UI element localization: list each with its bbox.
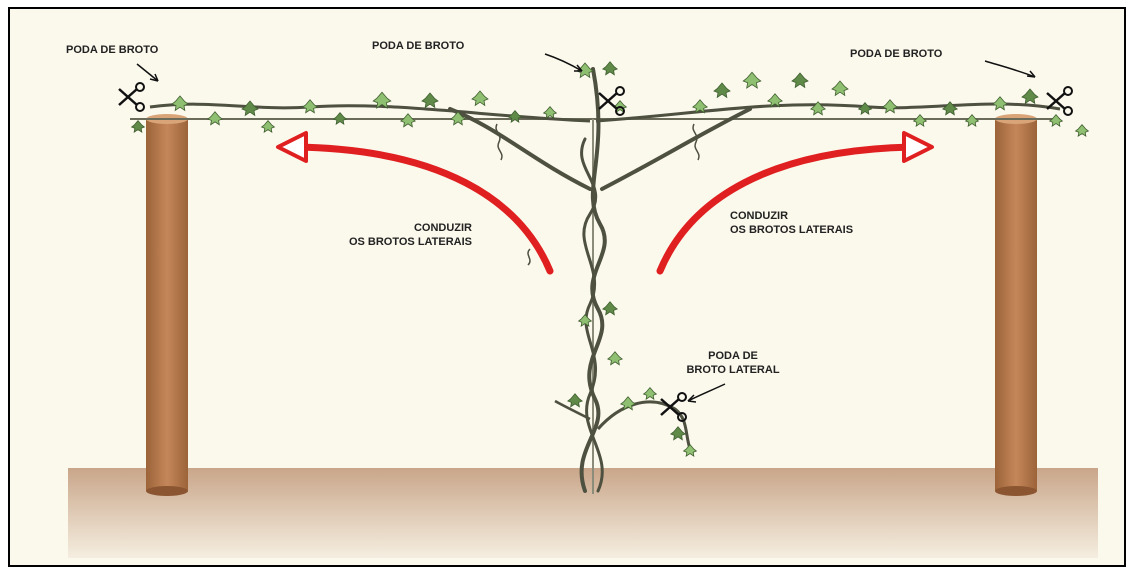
leaf-icon xyxy=(509,111,522,123)
leaf-icon xyxy=(1050,115,1063,127)
scissors-icon xyxy=(1047,87,1072,115)
left-post xyxy=(146,114,188,496)
leaf-icon xyxy=(743,72,761,88)
leaf-icon xyxy=(792,73,808,87)
leaf-icon xyxy=(671,427,685,440)
leaf-icon xyxy=(859,103,872,115)
label-conduct-left-line2: OS BROTOS LATERAIS xyxy=(310,235,472,249)
vine-training-illustration xyxy=(10,9,1126,567)
leaf-icon xyxy=(334,113,347,125)
label-poda-top-right: PODA DE BROTO xyxy=(850,47,942,61)
leaf-icon xyxy=(993,97,1007,110)
right-post xyxy=(995,114,1037,496)
leaf-icon xyxy=(1022,89,1038,103)
leaf-icon xyxy=(472,91,488,105)
label-lateral-pruning: PODA DE BROTO LATERAL xyxy=(678,349,788,377)
leaf-icon xyxy=(172,96,188,110)
leaf-icon xyxy=(132,121,145,133)
leaf-icon xyxy=(422,93,438,107)
label-poda-top-left: PODA DE BROTO xyxy=(66,43,158,57)
lateral-shoot xyxy=(598,402,690,449)
leaf-icon xyxy=(684,445,697,457)
leaf-icon xyxy=(242,101,258,115)
right-red-arrow xyxy=(660,133,932,271)
leaf-icon xyxy=(883,100,897,113)
leaf-icon xyxy=(568,394,582,407)
leaf-icon xyxy=(644,388,657,400)
label-lateral-line2: BROTO LATERAL xyxy=(678,363,788,377)
leaf-icon xyxy=(1076,125,1089,137)
label-conduct-right-line1: CONDUZIR xyxy=(730,209,910,223)
label-conduct-left: CONDUZIR OS BROTOS LATERAIS xyxy=(310,221,472,249)
scissors-icon xyxy=(119,83,144,111)
label-conduct-left-line1: CONDUZIR xyxy=(310,221,472,235)
leaf-icon xyxy=(914,115,927,127)
leaf-icon xyxy=(603,302,617,315)
leaf-icon xyxy=(544,107,557,119)
leaf-icon xyxy=(262,121,275,133)
label-conduct-right-line2: OS BROTOS LATERAIS xyxy=(730,223,910,237)
label-lateral-line1: PODA DE xyxy=(678,349,788,363)
leaf-icon xyxy=(608,352,622,365)
diagram-frame: PODA DE BROTO PODA DE BROTO PODA DE BROT… xyxy=(8,7,1126,567)
label-conduct-right: CONDUZIR OS BROTOS LATERAIS xyxy=(730,209,910,237)
label-poda-top-center: PODA DE BROTO xyxy=(372,39,464,53)
leaf-icon xyxy=(966,115,979,127)
leaf-icon xyxy=(832,81,848,95)
leaf-icon xyxy=(303,100,317,113)
leaf-icon xyxy=(208,112,222,125)
leaf-icon xyxy=(943,102,957,115)
left-red-arrow xyxy=(278,133,550,271)
leaf-icon xyxy=(603,62,617,75)
leaf-icon xyxy=(714,83,730,97)
leaf-icon xyxy=(401,114,415,127)
